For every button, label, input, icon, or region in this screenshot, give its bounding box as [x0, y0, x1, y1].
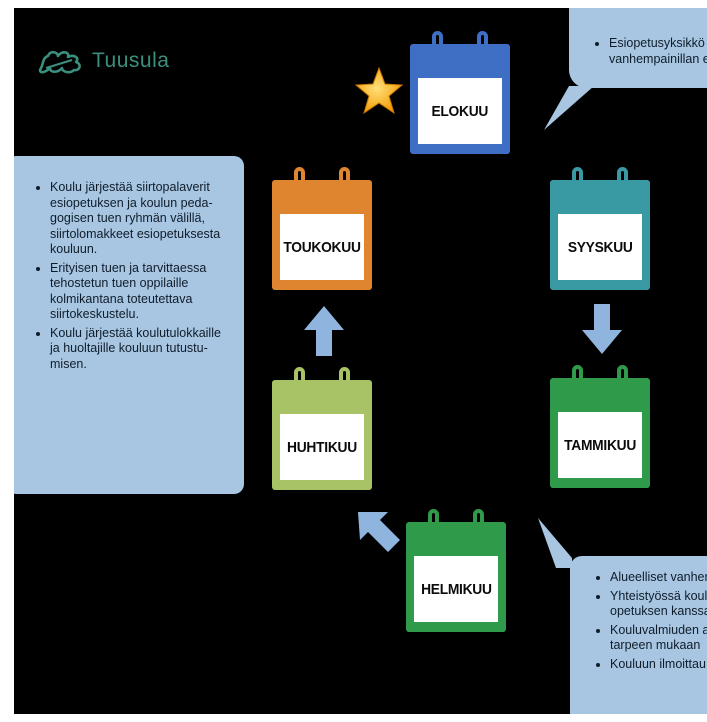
calendar-ring-icon — [428, 509, 439, 535]
callout-helmikuu: Alueelliset vanher Yhteistyössä koulu op… — [570, 556, 707, 714]
star-icon — [354, 66, 404, 115]
calendar-ring-icon — [572, 365, 583, 391]
month-label: TAMMIKUU — [564, 436, 636, 454]
calendar-ring-icon — [294, 167, 305, 193]
callout-bottom-tail — [538, 518, 572, 568]
calendar-ring-icon — [617, 167, 628, 193]
calendar-ring-icon — [339, 367, 350, 393]
month-label: TOUKOKUU — [283, 238, 361, 256]
month-label: ELOKUU — [431, 102, 489, 120]
calendar-ring-icon — [572, 167, 583, 193]
callout-item: Koulu järjestää koulutulokkaille ja huol… — [50, 326, 228, 373]
calendar-ring-icon — [339, 167, 350, 193]
calendar-tammikuu: TAMMIKUU — [550, 365, 650, 488]
calendar-ring-icon — [473, 509, 484, 535]
month-label: SYYSKUU — [567, 238, 633, 256]
year-cycle-diagram: Tuusula Esiopetusyksikkö j vanhempainill… — [14, 8, 707, 714]
tuusula-logo: Tuusula — [36, 46, 169, 76]
arrow-down-icon — [582, 304, 622, 354]
month-label: HELMIKUU — [420, 580, 492, 598]
logo-text: Tuusula — [92, 49, 170, 72]
callout-item: Kouluun ilmoittau — [610, 657, 707, 673]
callout-item: Koulu järjestää siirtopalaverit esiopetu… — [50, 180, 228, 258]
calendar-ring-icon — [477, 31, 488, 57]
callout-item: Esiopetusyksikkö j vanhempainillan e — [609, 36, 707, 67]
callout-item: Kouluvalmiuden a tarpeen mukaan — [610, 623, 707, 654]
callout-item: Erityisen tuen ja tarvittaessa tehostetu… — [50, 261, 228, 323]
calendar-toukokuu: TOUKOKUU — [272, 167, 372, 290]
calendar-elokuu: ELOKUU — [410, 31, 510, 154]
calendar-ring-icon — [617, 365, 628, 391]
callout-item: Yhteistyössä koulu opetuksen kanssa — [610, 589, 707, 620]
calendar-syyskuu: SYYSKUU — [550, 167, 650, 290]
callout-item: Alueelliset vanher — [610, 570, 707, 586]
month-label: HUHTIKUU — [287, 438, 357, 456]
callout-top-tail — [544, 86, 594, 130]
arrow-up-icon — [304, 306, 344, 356]
calendar-ring-icon — [432, 31, 443, 57]
calendar-huhtikuu: HUHTIKUU — [272, 367, 372, 490]
calendar-helmikuu: HELMIKUU — [406, 509, 506, 632]
callout-elokuu: Esiopetusyksikkö j vanhempainillan e — [569, 8, 707, 88]
oak-leaf-icon — [38, 50, 81, 74]
arrow-up-left-icon — [358, 512, 400, 552]
callout-toukokuu: Koulu järjestää siirtopalaverit esiopetu… — [14, 156, 244, 494]
calendar-ring-icon — [294, 367, 305, 393]
